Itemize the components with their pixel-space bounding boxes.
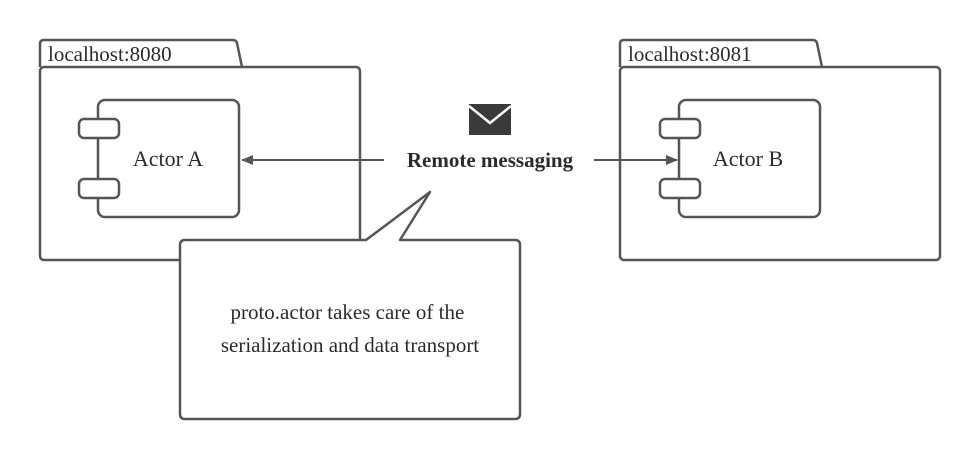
component-actor-a: Actor A (77, 98, 241, 219)
note-callout (178, 190, 522, 421)
component-actor-b: Actor B (658, 98, 822, 219)
package-left-tab (38, 38, 244, 68)
component-actor-a-body (96, 98, 241, 219)
package-left-label: localhost:8080 (48, 42, 172, 66)
component-actor-b-label: Actor B (713, 146, 783, 171)
envelope-icon (468, 104, 512, 135)
package-right-tab (618, 38, 824, 68)
note-text: proto.actor takes care of the serializat… (221, 300, 479, 357)
component-actor-a-label: Actor A (133, 146, 203, 171)
package-left: localhost:8080 Actor A (38, 38, 362, 262)
component-actor-a-port-top (77, 117, 121, 140)
message-label: Remote messaging (407, 148, 574, 172)
note-line-2: serialization and data transport (221, 333, 479, 357)
component-actor-b-port-bottom (658, 177, 702, 200)
component-actor-a-port-bottom (77, 177, 121, 200)
component-actor-b-port-top (658, 117, 702, 140)
package-right-label: localhost:8081 (628, 42, 752, 66)
note-line-1: proto.actor takes care of the (230, 300, 464, 324)
package-right: localhost:8081 Actor B (618, 38, 942, 262)
component-actor-b-body (677, 98, 822, 219)
